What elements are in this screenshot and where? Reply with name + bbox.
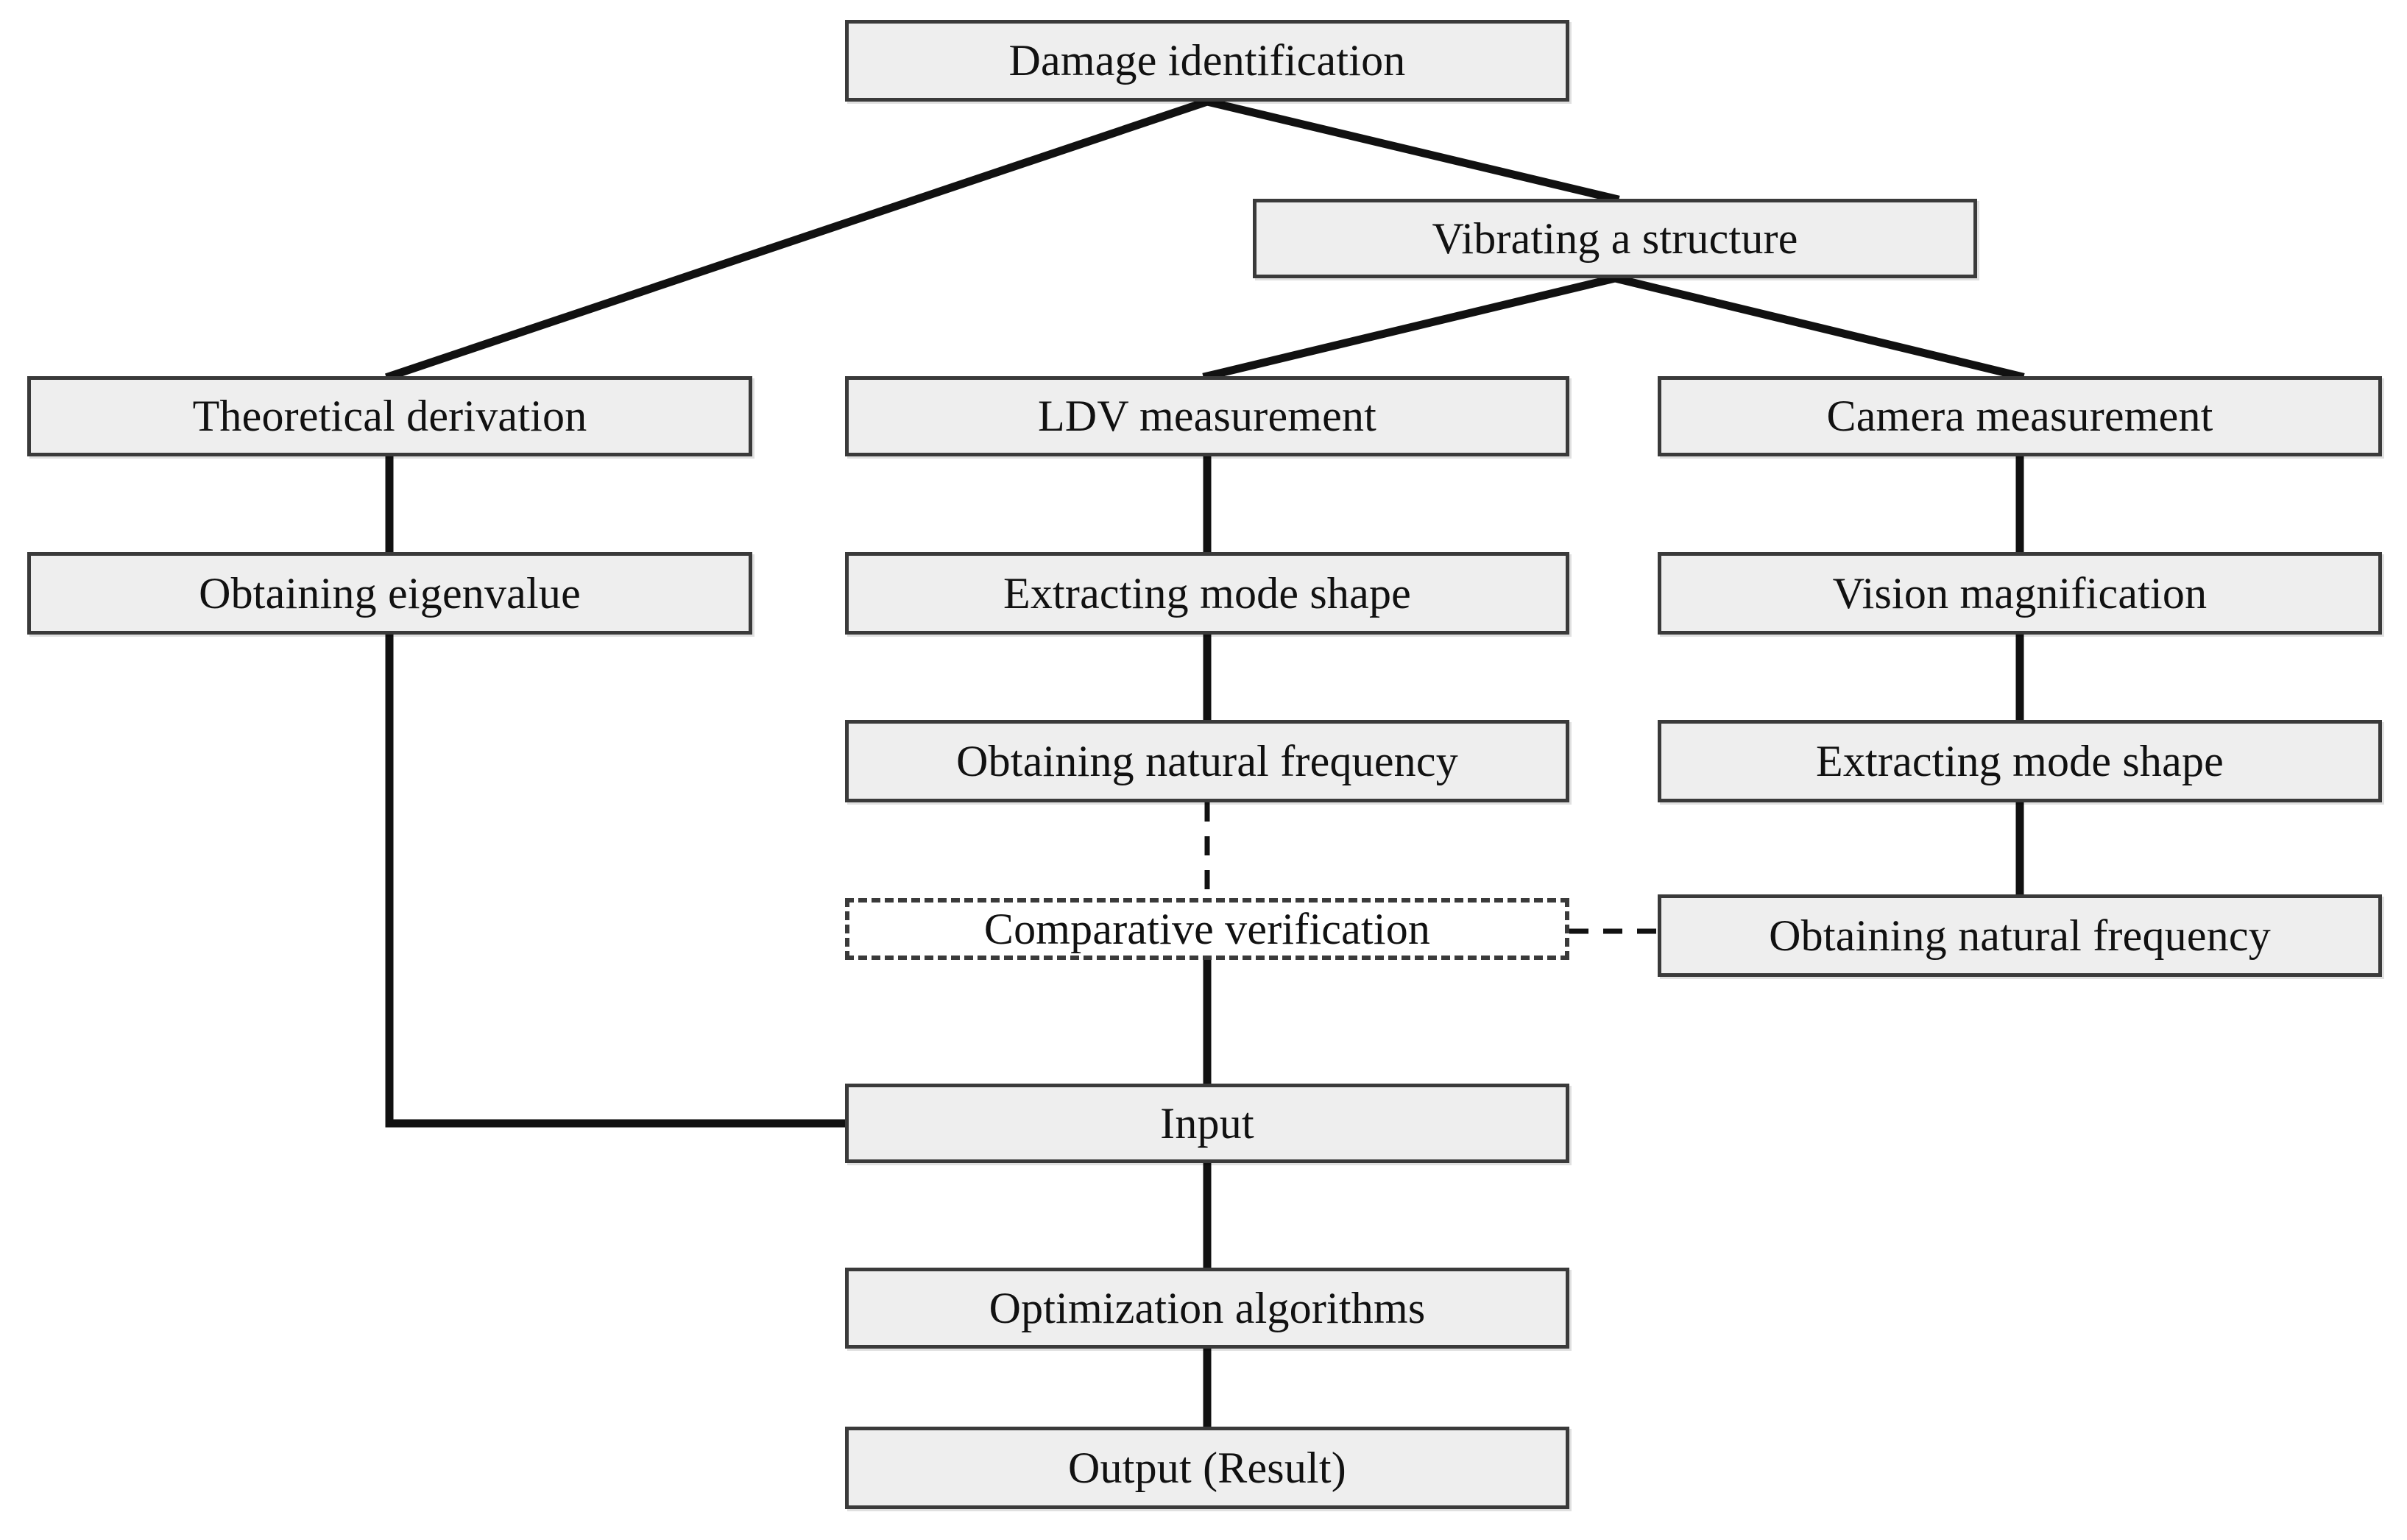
node-obtaining-natural-frequency-ldv[interactable]: Obtaining natural frequency <box>845 720 1569 802</box>
node-label: Theoretical derivation <box>192 392 587 440</box>
node-label: Damage identification <box>1008 36 1406 85</box>
node-label: Vibrating a structure <box>1432 213 1798 263</box>
connector-eigenvalue-to-input <box>385 630 849 1128</box>
node-input[interactable]: Input <box>845 1084 1569 1163</box>
node-extracting-mode-shape-ldv[interactable]: Extracting mode shape <box>845 552 1569 635</box>
node-vision-magnification[interactable]: Vision magnification <box>1658 552 2382 635</box>
connector-damage-to-vibrating <box>1202 96 1620 204</box>
node-label: Extracting mode shape <box>1003 568 1411 618</box>
node-output-result[interactable]: Output (Result) <box>845 1427 1569 1509</box>
node-label: Obtaining natural frequency <box>956 736 1458 785</box>
node-damage-identification[interactable]: Damage identification <box>845 20 1569 102</box>
node-label: Vision magnification <box>1832 568 2208 618</box>
node-label: Input <box>1160 1098 1254 1148</box>
node-ldv-measurement[interactable]: LDV measurement <box>845 376 1569 456</box>
node-optimization-algorithms[interactable]: Optimization algorithms <box>845 1268 1569 1349</box>
node-label: LDV measurement <box>1037 392 1377 440</box>
node-label: Obtaining natural frequency <box>1769 911 2271 960</box>
node-obtaining-natural-frequency-camera[interactable]: Obtaining natural frequency <box>1658 894 2382 977</box>
connector-damage-to-theoretical <box>385 96 1212 381</box>
node-label: Camera measurement <box>1826 392 2213 440</box>
connector-vibrating-to-ldv <box>1202 273 1620 381</box>
node-camera-measurement[interactable]: Camera measurement <box>1658 376 2382 456</box>
node-label: Output (Result) <box>1068 1443 1346 1492</box>
node-label: Optimization algorithms <box>989 1283 1426 1332</box>
node-theoretical-derivation[interactable]: Theoretical derivation <box>27 376 752 456</box>
node-label: Comparative verification <box>983 904 1431 953</box>
node-label: Extracting mode shape <box>1815 736 2224 785</box>
node-extracting-mode-shape-camera[interactable]: Extracting mode shape <box>1658 720 2382 802</box>
node-comparative-verification[interactable]: Comparative verification <box>845 898 1569 960</box>
node-obtaining-eigenvalue[interactable]: Obtaining eigenvalue <box>27 552 752 635</box>
connector-vibrating-to-camera <box>1610 273 2025 381</box>
node-vibrating-a-structure[interactable]: Vibrating a structure <box>1253 199 1977 278</box>
node-label: Obtaining eigenvalue <box>199 568 581 618</box>
